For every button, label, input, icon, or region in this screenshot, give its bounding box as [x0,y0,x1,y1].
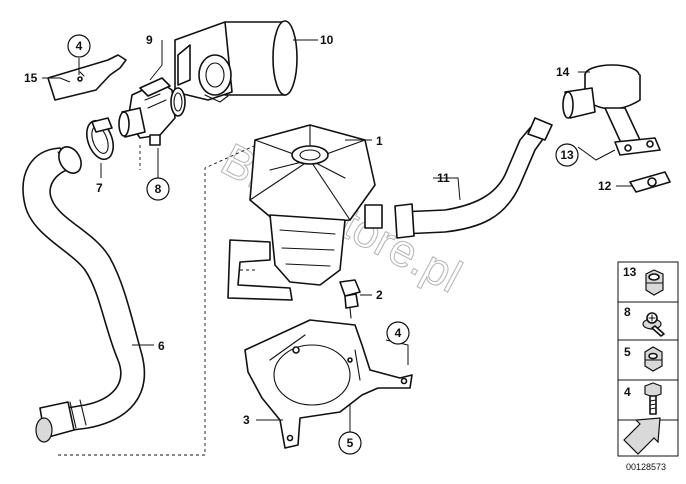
circled-callout-4-bottom: 4 [386,321,410,345]
sensor-part [339,279,361,319]
callout-15: 15 [24,71,38,85]
valve-screw-part [149,134,161,146]
air-filter-part [174,20,298,103]
air-pump-part [227,124,383,301]
callout-6: 6 [158,339,165,353]
direction-arrow-icon [623,417,661,455]
callout-1: 1 [376,134,383,148]
callout-3: 3 [243,413,250,427]
long-hose-part [22,146,146,443]
fastener-legend-panel: 13 8 5 4 [617,261,679,457]
callout-12: 12 [598,179,612,193]
mounting-bracket-part [244,319,413,449]
callout-2: 2 [376,288,383,302]
svg-text:4: 4 [395,326,402,340]
svg-text:13: 13 [560,148,574,162]
washer-screw-icon [642,312,665,337]
circled-callout-5: 5 [338,431,362,455]
svg-text:8: 8 [155,182,162,196]
circled-callout-13: 13 [555,143,579,167]
hose-clamp-part [86,117,114,161]
legend-number-5: 5 [624,345,631,359]
air-valve-part [118,77,186,139]
svg-text:4: 4 [76,39,83,53]
leader-lines [42,39,633,432]
hex-nut-icon [644,346,663,372]
check-valve-part [562,64,661,156]
right-hose-part [394,117,553,239]
callout-9: 9 [146,33,153,47]
callout-7: 7 [96,181,103,195]
callout-14: 14 [556,65,570,79]
legend-number-13: 13 [623,265,637,279]
hex-bolt-icon [644,382,662,415]
gasket-part [629,171,671,193]
self-locking-nut-icon [645,269,664,296]
legend-number-4: 4 [624,385,631,399]
circled-callout-8: 8 [146,177,170,201]
clip-bracket-part [47,54,127,101]
reference-number: 00128573 [626,462,666,472]
svg-text:5: 5 [347,436,354,450]
legend-number-8: 8 [624,305,631,319]
circled-callout-4-top: 4 [67,34,91,58]
callout-10: 10 [320,33,334,47]
callout-11: 11 [437,171,450,185]
legend-cell-5 [617,339,679,381]
